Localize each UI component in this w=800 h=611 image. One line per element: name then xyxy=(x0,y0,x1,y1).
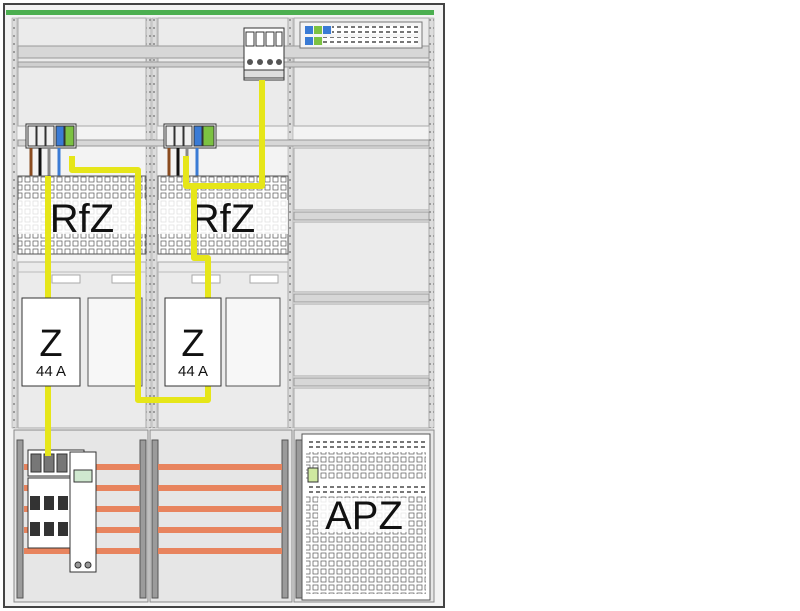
rail-mid-2 xyxy=(151,17,158,429)
meter-left: Z 44 A xyxy=(21,297,81,387)
lower-rail-5 xyxy=(295,439,303,599)
rfz-label-right: RfZ xyxy=(191,197,255,241)
terminal-block-right xyxy=(163,123,217,178)
panel-right-2 xyxy=(293,221,430,293)
rfz-module-right: RfZ xyxy=(157,175,289,255)
apz-label: APZ xyxy=(325,494,403,538)
din-rail-2 xyxy=(17,61,430,68)
main-switch xyxy=(243,27,285,81)
rfz-module-left: RfZ xyxy=(17,175,147,255)
lower-rail-3 xyxy=(151,439,159,599)
panel-top-left xyxy=(17,17,147,127)
meter-right-symbol: Z xyxy=(181,323,204,365)
blank-cover-right xyxy=(225,297,281,387)
din-rail-right-3 xyxy=(293,377,430,387)
lower-panel-mid xyxy=(149,429,293,603)
yellow-wires xyxy=(45,80,265,456)
din-rail-right-1 xyxy=(293,211,430,221)
blank-cover-left xyxy=(87,297,143,387)
din-rail-3 xyxy=(17,139,430,147)
top-strip xyxy=(6,10,434,15)
rail-left xyxy=(11,17,18,429)
rail-right xyxy=(428,17,435,429)
breaker-group xyxy=(27,449,97,573)
panel-right-4 xyxy=(293,387,430,429)
meter-right-rating: 44 A xyxy=(178,363,208,380)
meter-right: Z 44 A xyxy=(164,297,222,387)
lower-rail-4 xyxy=(281,439,289,599)
apz-module: APZ xyxy=(301,433,431,601)
din-rail-right-2 xyxy=(293,293,430,303)
panel-right-3 xyxy=(293,303,430,377)
terminal-strip-top xyxy=(299,21,423,49)
meter-left-symbol: Z xyxy=(39,323,62,365)
panel-right-1 xyxy=(293,147,430,211)
rail-mid-3 xyxy=(287,17,294,429)
rfz-label-left: RfZ xyxy=(50,197,114,241)
lower-rail-1 xyxy=(16,439,24,599)
din-rail-1 xyxy=(17,45,430,59)
rail-mid-1 xyxy=(145,17,152,429)
lower-rail-2 xyxy=(139,439,147,599)
meter-left-rating: 44 A xyxy=(36,363,66,380)
terminal-block-left xyxy=(25,123,77,178)
